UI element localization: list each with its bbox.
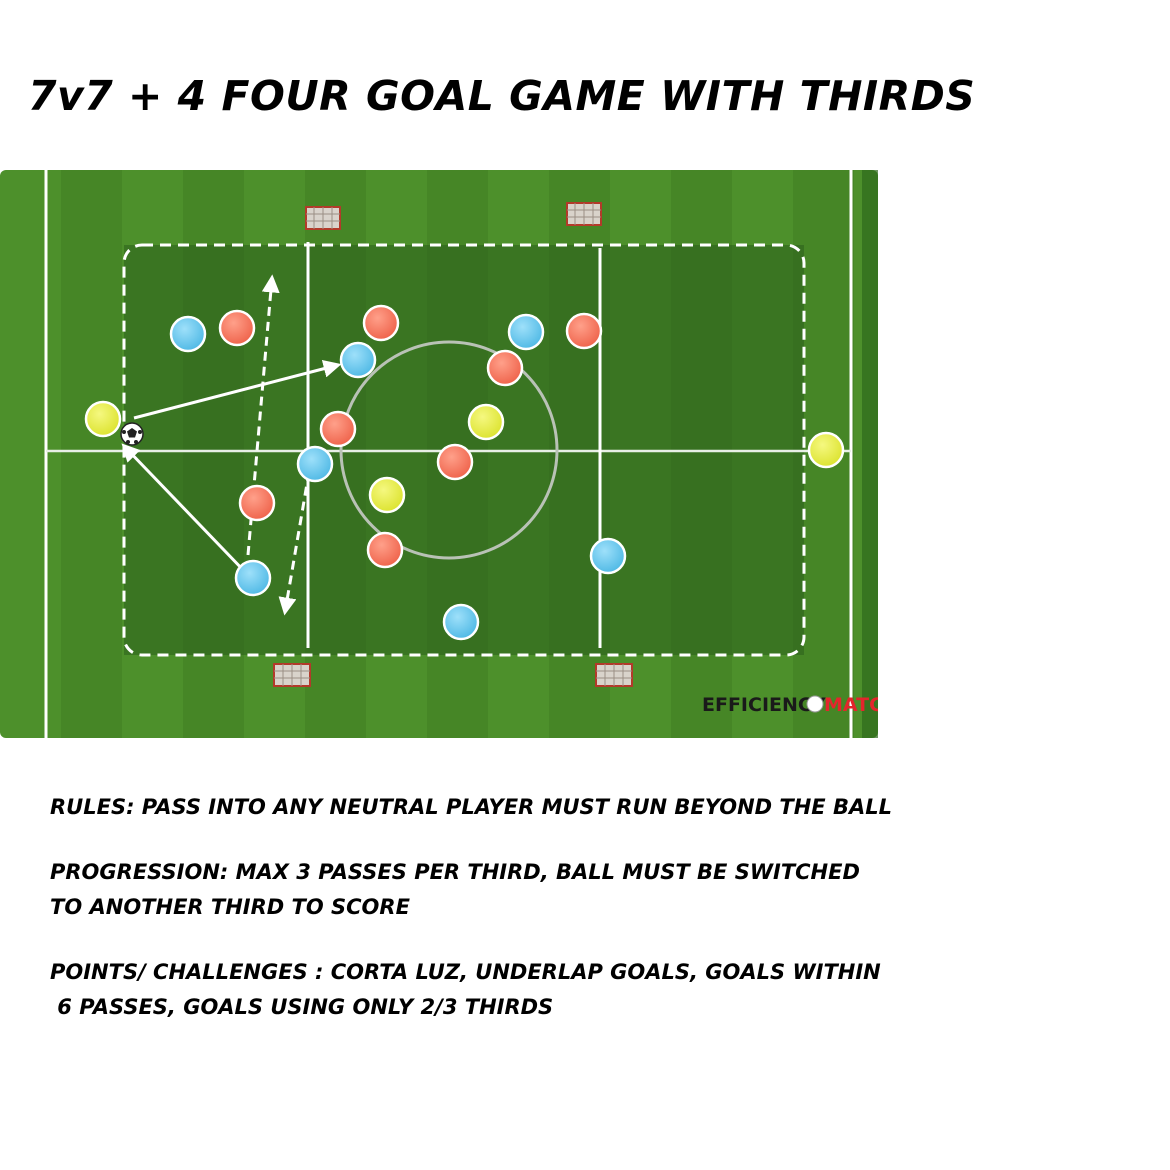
progression-line-1: PROGRESSION: MAX 3 PASSES PER THIRD, BAL…: [50, 860, 860, 884]
players: [84, 304, 845, 641]
mini-goal-icon: [595, 663, 633, 687]
watermark-text-part1: EFFICIENCY: [702, 694, 826, 716]
progression-note: PROGRESSION: MAX 3 PASSES PER THIRD, BAL…: [50, 855, 1050, 925]
red-player: [486, 349, 524, 387]
blue-player: [296, 445, 334, 483]
mini-goal-icon: [305, 206, 341, 230]
tactical-diagram: EFFICIENCY MATC: [0, 170, 878, 738]
pass-arrow-icon: [133, 359, 342, 420]
blue-player: [507, 313, 545, 351]
coaching-notes: RULES: PASS INTO ANY NEUTRAL PLAYER MUST…: [50, 790, 1050, 1055]
neutral-player: [807, 431, 845, 469]
blue-player: [589, 537, 627, 575]
red-player: [565, 312, 603, 350]
neutral-player: [368, 476, 406, 514]
points-note: POINTS/ CHALLENGES : CORTA LUZ, UNDERLAP…: [50, 955, 1050, 1025]
blue-player: [234, 559, 272, 597]
points-line-2: 6 PASSES, GOALS USING ONLY 2/3 THIRDS: [50, 995, 554, 1019]
pitch-lines: [44, 170, 853, 738]
watermark-text-part2: MATC: [824, 694, 878, 716]
mini-goal-icon: [273, 663, 311, 687]
pitch-edge: [862, 170, 878, 738]
watermark-logo: EFFICIENCY MATC: [702, 694, 878, 716]
red-player: [436, 443, 474, 481]
blue-player: [442, 603, 480, 641]
red-player: [362, 304, 400, 342]
pass-arrow-icon: [121, 443, 249, 576]
page-title: 7v7 + 4 FOUR GOAL GAME WITH THIRDS: [28, 72, 976, 120]
blue-player: [169, 315, 207, 353]
rules-line-1: RULES: PASS INTO ANY NEUTRAL PLAYER MUST…: [50, 795, 892, 819]
points-line-1: POINTS/ CHALLENGES : CORTA LUZ, UNDERLAP…: [50, 960, 881, 984]
progression-line-2: TO ANOTHER THIRD TO SCORE: [50, 895, 410, 919]
neutral-player: [84, 400, 122, 438]
red-player: [238, 484, 276, 522]
pitch-svg: EFFICIENCY MATC: [0, 170, 878, 738]
centre-circle: [339, 340, 559, 560]
run-arrow-icon: [278, 471, 311, 616]
blue-player: [339, 341, 377, 379]
watermark-ball-icon: [806, 695, 824, 713]
movement-arrows: [121, 274, 342, 616]
red-player: [218, 309, 256, 347]
soccer-ball-icon: [120, 422, 144, 446]
red-player: [319, 410, 357, 448]
rules-note: RULES: PASS INTO ANY NEUTRAL PLAYER MUST…: [50, 790, 1050, 825]
neutral-player: [467, 403, 505, 441]
red-player: [366, 531, 404, 569]
mini-goal-icon: [566, 202, 602, 226]
